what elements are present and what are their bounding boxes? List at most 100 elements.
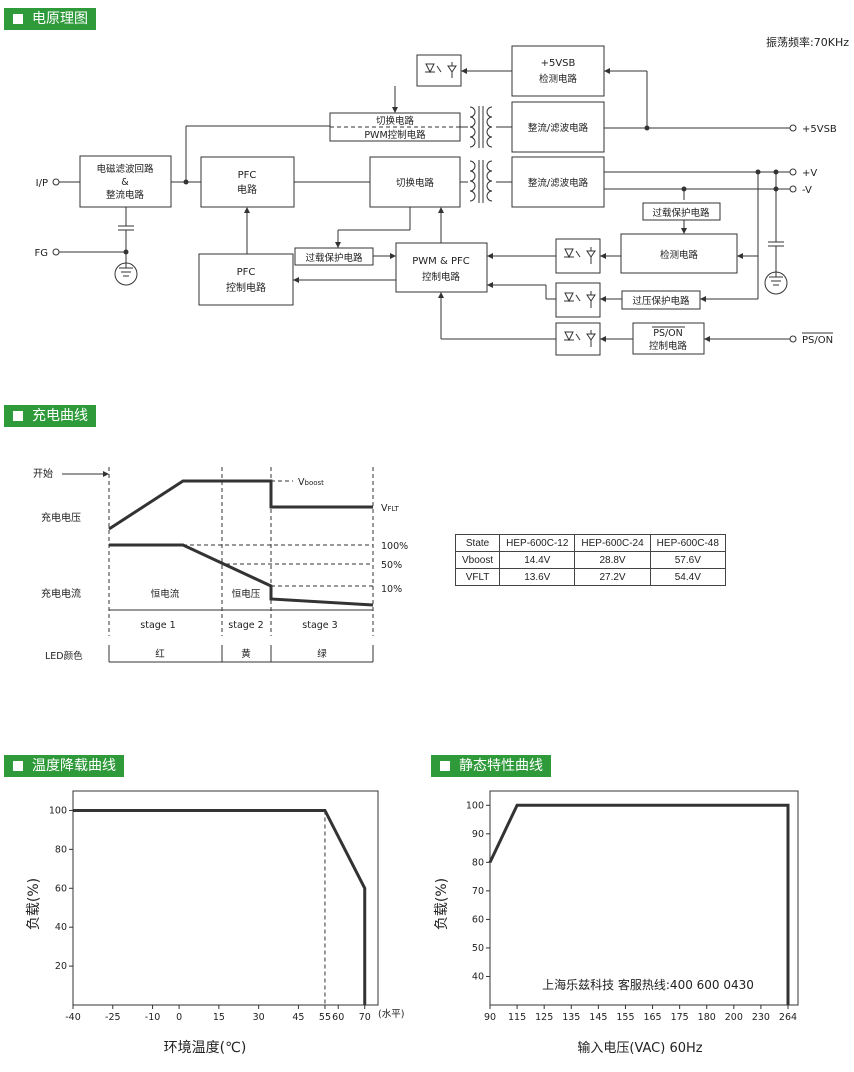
x-tick-label: 230 <box>752 1012 770 1023</box>
constant-current-label: 恒电流 <box>151 588 180 600</box>
table-cell: 13.6V <box>499 568 576 586</box>
emi-filter-label-1: 电磁滤波回路 <box>96 163 154 175</box>
table-cell: 57.6V <box>649 551 726 569</box>
derating-y-axis-label: 负载(%) <box>26 878 42 930</box>
rectifier-filter-block-2 <box>511 156 605 208</box>
overload-protection-label-top: 过载保护电路 <box>652 207 710 219</box>
vsb-switch-label: 切换电路 <box>376 115 415 127</box>
pfc-control-label-1: PFC <box>237 267 256 278</box>
main-switch-label: 切换电路 <box>396 177 435 189</box>
square-icon <box>13 761 23 771</box>
x-tick-label: -25 <box>105 1012 121 1023</box>
hotline-annotation: 上海乐兹科技 客服热线:400 600 0430 <box>542 977 754 992</box>
fg-label: FG <box>34 248 48 259</box>
detect-block <box>620 233 738 274</box>
pson-input-label: PS/ON <box>802 335 833 346</box>
pfc-control-block <box>198 253 294 306</box>
pfc-label-2: 电路 <box>237 183 257 196</box>
led-red-label: 红 <box>155 648 165 660</box>
emi-filter-label-3: 整流电路 <box>106 189 145 201</box>
charge-current-curve <box>109 543 374 607</box>
vsb-output-terminal-icon <box>789 124 797 132</box>
table-cell: Vboost <box>454 551 501 569</box>
section-title: 静态特性曲线 <box>459 758 543 774</box>
table-header-cell: HEP-600C-48 <box>649 534 726 552</box>
x-tick-label: 0 <box>176 1012 182 1023</box>
pfc-control-label-2: 控制电路 <box>226 281 266 294</box>
x-tick-label: 165 <box>643 1012 661 1023</box>
pv-output-terminal-icon <box>789 168 797 176</box>
ip-label: I/P <box>36 178 48 189</box>
pson-control-label-2: 控制电路 <box>649 340 688 352</box>
table-header-cell: State <box>454 534 501 552</box>
square-icon <box>440 761 450 771</box>
percent-100-label: 100% <box>381 541 408 552</box>
section-header-charge-curve: 充电曲线 <box>4 405 96 427</box>
led-color-label: LED颜色 <box>45 650 83 662</box>
x-tick-label: 55 <box>319 1012 331 1023</box>
transformer-icon <box>469 106 493 148</box>
x-tick-label: -40 <box>65 1012 81 1023</box>
charge-current-label: 充电电流 <box>41 587 81 600</box>
ground-icon <box>114 262 138 286</box>
y-tick-label: 90 <box>472 829 484 840</box>
optocoupler-icon <box>416 54 462 87</box>
table-row: VFLT 13.6V 27.2V 54.4V <box>454 568 726 586</box>
y-tick-label: 80 <box>472 857 484 868</box>
detect-label: 检测电路 <box>660 249 699 261</box>
x-tick-label: -10 <box>145 1012 161 1023</box>
vsb-detect-label-1: +5VSB <box>541 58 576 69</box>
optocoupler-icon <box>555 322 601 356</box>
vboost-label: Vboost <box>298 477 324 488</box>
y-tick-label: 40 <box>472 971 484 982</box>
overload-protection-block-top <box>642 202 721 221</box>
pv-output-label: +V <box>802 168 817 179</box>
led-green-label: 绿 <box>317 648 327 660</box>
x-tick-label: 70 <box>359 1012 371 1023</box>
overvoltage-protection-label: 过压保护电路 <box>632 295 690 307</box>
section-title: 充电曲线 <box>32 408 88 424</box>
charge-voltage-table: State HEP-600C-12 HEP-600C-24 HEP-600C-4… <box>454 534 726 586</box>
static-x-axis-label: 输入电压(VAC) 60Hz <box>577 1040 702 1056</box>
section-header-static: 静态特性曲线 <box>431 755 551 777</box>
table-cell: 54.4V <box>649 568 726 586</box>
vsb-pwm-label: PWM控制电路 <box>364 129 426 141</box>
square-icon <box>13 411 23 421</box>
static-series-line <box>488 803 790 1005</box>
frequency-label: 振荡频率:70KHz <box>766 35 849 49</box>
stage-2-label: stage 2 <box>228 620 263 631</box>
table-cell: 14.4V <box>499 551 576 569</box>
x-tick-label: 30 <box>253 1012 265 1023</box>
y-tick-label: 100 <box>466 800 484 811</box>
block-diagram: 振荡频率:70KHz I/P FG 电磁滤波回路 & 整流电路 PFC 电路 P… <box>34 35 849 356</box>
nv-output-terminal-icon <box>789 185 797 193</box>
pson-control-label-1: PS/ON <box>653 328 683 339</box>
static-y-axis-label: 负载(%) <box>434 878 450 930</box>
y-tick-label: 100 <box>49 805 67 816</box>
percent-50-label: 50% <box>381 560 402 571</box>
x-tick-label: 264 <box>779 1012 797 1023</box>
x-tick-label: 125 <box>535 1012 553 1023</box>
y-tick-label: 70 <box>472 886 484 897</box>
pwm-pfc-control-block <box>395 242 488 293</box>
rectifier-label-2: 整流/滤波电路 <box>528 177 589 189</box>
x-tick-label: 135 <box>562 1012 580 1023</box>
nv-output-label: -V <box>802 185 812 196</box>
y-tick-label: 40 <box>55 922 67 933</box>
ip-terminal-icon <box>52 178 60 186</box>
optocoupler-icon <box>555 238 601 274</box>
rectifier-filter-block-1 <box>511 101 605 153</box>
x-tick-label: 155 <box>616 1012 634 1023</box>
static-plot-frame <box>489 790 799 1006</box>
vflt-label: VFLT <box>381 503 399 514</box>
table-cell: 28.8V <box>574 551 651 569</box>
section-header-derating: 温度降载曲线 <box>4 755 124 777</box>
section-title: 温度降载曲线 <box>32 758 116 774</box>
main-switch-block <box>369 156 461 208</box>
charge-voltage-curve <box>108 479 373 531</box>
emi-filter-block <box>79 155 172 208</box>
pfc-label-1: PFC <box>238 170 257 181</box>
y-tick-label: 20 <box>55 961 67 972</box>
percent-10-label: 10% <box>381 584 402 595</box>
fg-terminal-icon <box>52 248 60 256</box>
